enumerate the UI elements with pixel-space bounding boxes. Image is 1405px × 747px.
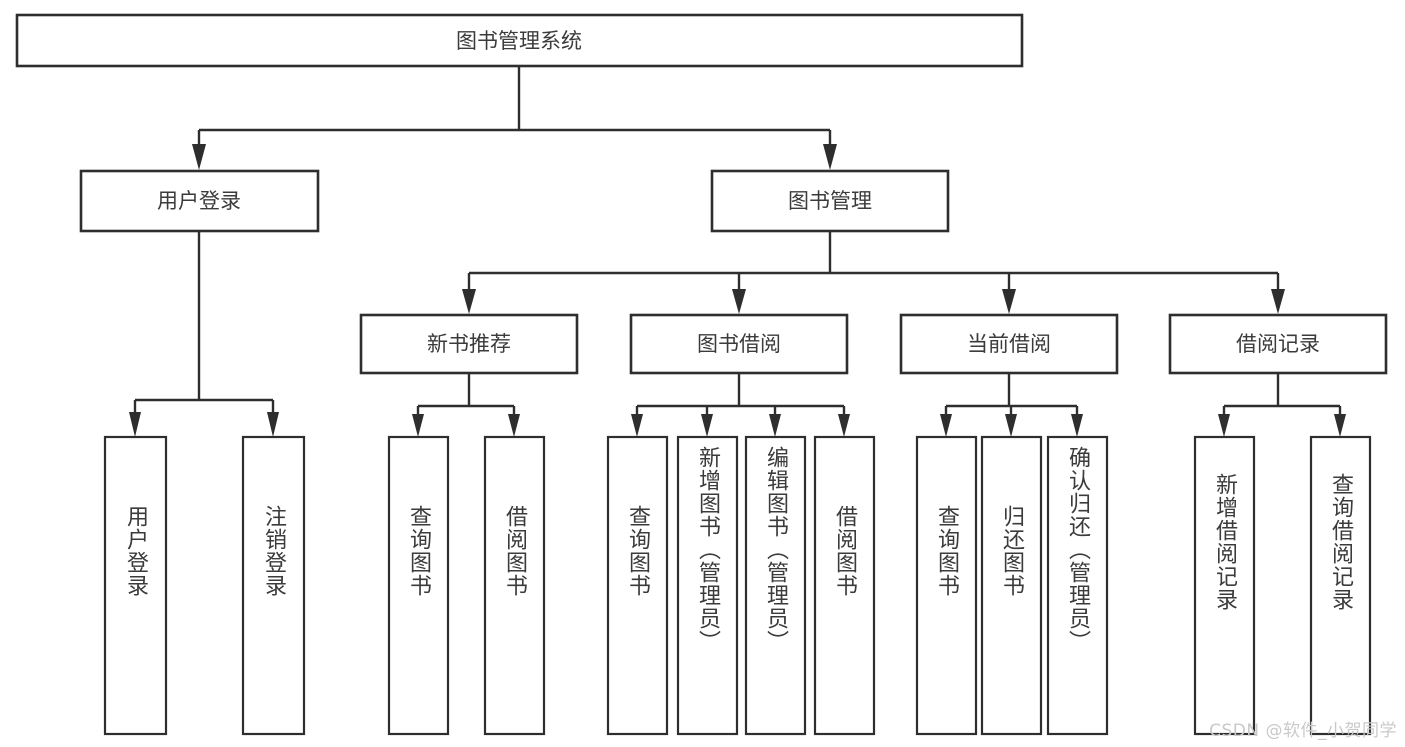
arrow-cb-leaf2: [1005, 414, 1017, 437]
leaf-boxes-user-login: [103, 435, 306, 736]
node-user-login-box[interactable]: [79, 169, 320, 233]
leaf-box-confirm-return[interactable]: [1046, 435, 1109, 736]
leaf-box-borrow-book-1[interactable]: [483, 435, 546, 736]
arrow-to-current-borrow: [1002, 289, 1016, 314]
node-user-login-label: 用户登录: [157, 189, 241, 213]
arrow-bb-leaf1: [631, 414, 643, 437]
node-borrow-record-label: 借阅记录: [1236, 332, 1320, 356]
leaf-box-query-book-3[interactable]: [915, 435, 978, 736]
arrow-nbr-leaf1: [412, 414, 424, 437]
node-new-book-recommend[interactable]: 新书推荐: [359, 313, 579, 375]
node-borrow-record[interactable]: 借阅记录: [1168, 313, 1388, 375]
leaf-boxes-new-book-recommend: [387, 435, 546, 736]
node-borrow-record-box[interactable]: [1168, 313, 1388, 375]
node-book-management[interactable]: 图书管理: [710, 169, 950, 233]
arrow-to-book-management: [823, 144, 837, 170]
connectors-current-borrow-to-leaves: [940, 374, 1083, 437]
arrow-ul-leaf1: [129, 412, 141, 437]
node-current-borrow-label: 当前借阅: [967, 332, 1051, 356]
node-current-borrow-box[interactable]: [899, 313, 1119, 375]
arrow-br-leaf1: [1218, 414, 1230, 437]
leaf-box-add-book[interactable]: [676, 435, 739, 736]
connectors-user-login-to-leaves: [129, 232, 279, 437]
arrow-to-book-borrow: [732, 289, 746, 314]
node-new-book-recommend-box[interactable]: [359, 313, 579, 375]
arrow-to-user-login: [192, 144, 206, 170]
node-root-box[interactable]: [15, 13, 1024, 68]
node-book-management-label: 图书管理: [788, 189, 872, 213]
connectors-borrow-record-to-leaves: [1218, 374, 1346, 437]
node-book-management-box[interactable]: [710, 169, 950, 233]
arrow-bb-leaf3: [769, 414, 781, 437]
leaf-box-query-book-1[interactable]: [387, 435, 450, 736]
leaf-boxes-current-borrow: [915, 435, 1109, 736]
arrow-nbr-leaf2: [508, 414, 520, 437]
connectors-book-management-to-level3: [462, 232, 1285, 314]
node-user-login[interactable]: 用户登录: [79, 169, 320, 233]
arrow-bb-leaf4: [838, 414, 850, 437]
connectors-root-to-level2: [192, 66, 837, 170]
node-root-label: 图书管理系统: [456, 29, 582, 53]
node-book-borrow-box[interactable]: [629, 313, 849, 375]
leaf-box-edit-book[interactable]: [744, 435, 807, 736]
leaf-box-return-book[interactable]: [980, 435, 1043, 736]
csdn-watermark: CSDN @软件_小贺同学: [1209, 721, 1397, 741]
node-root[interactable]: 图书管理系统: [15, 13, 1024, 68]
connectors-new-book-recommend-to-leaves: [412, 374, 520, 437]
leaf-box-borrow-book-2[interactable]: [813, 435, 876, 736]
arrow-bb-leaf2: [701, 414, 713, 437]
arrow-to-borrow-record: [1271, 289, 1285, 314]
arrow-br-leaf2: [1334, 414, 1346, 437]
leaf-boxes-borrow-record: [1193, 435, 1372, 736]
leaf-box-query-book-2[interactable]: [606, 435, 669, 736]
node-book-borrow[interactable]: 图书借阅: [629, 313, 849, 375]
arrow-cb-leaf3: [1071, 414, 1083, 437]
node-new-book-recommend-label: 新书推荐: [427, 332, 511, 356]
leaf-box-logout-login[interactable]: [241, 435, 306, 736]
node-book-borrow-label: 图书借阅: [697, 332, 781, 356]
arrow-ul-leaf2: [267, 412, 279, 437]
leaf-box-add-record[interactable]: [1193, 435, 1256, 736]
arrow-cb-leaf1: [940, 414, 952, 437]
leaf-box-user-login[interactable]: [103, 435, 168, 736]
leaf-boxes-book-borrow: [606, 435, 876, 736]
leaf-box-query-record[interactable]: [1309, 435, 1372, 736]
node-current-borrow[interactable]: 当前借阅: [899, 313, 1119, 375]
connectors-book-borrow-to-leaves: [631, 374, 850, 437]
arrow-to-new-book-recommend: [462, 289, 476, 314]
